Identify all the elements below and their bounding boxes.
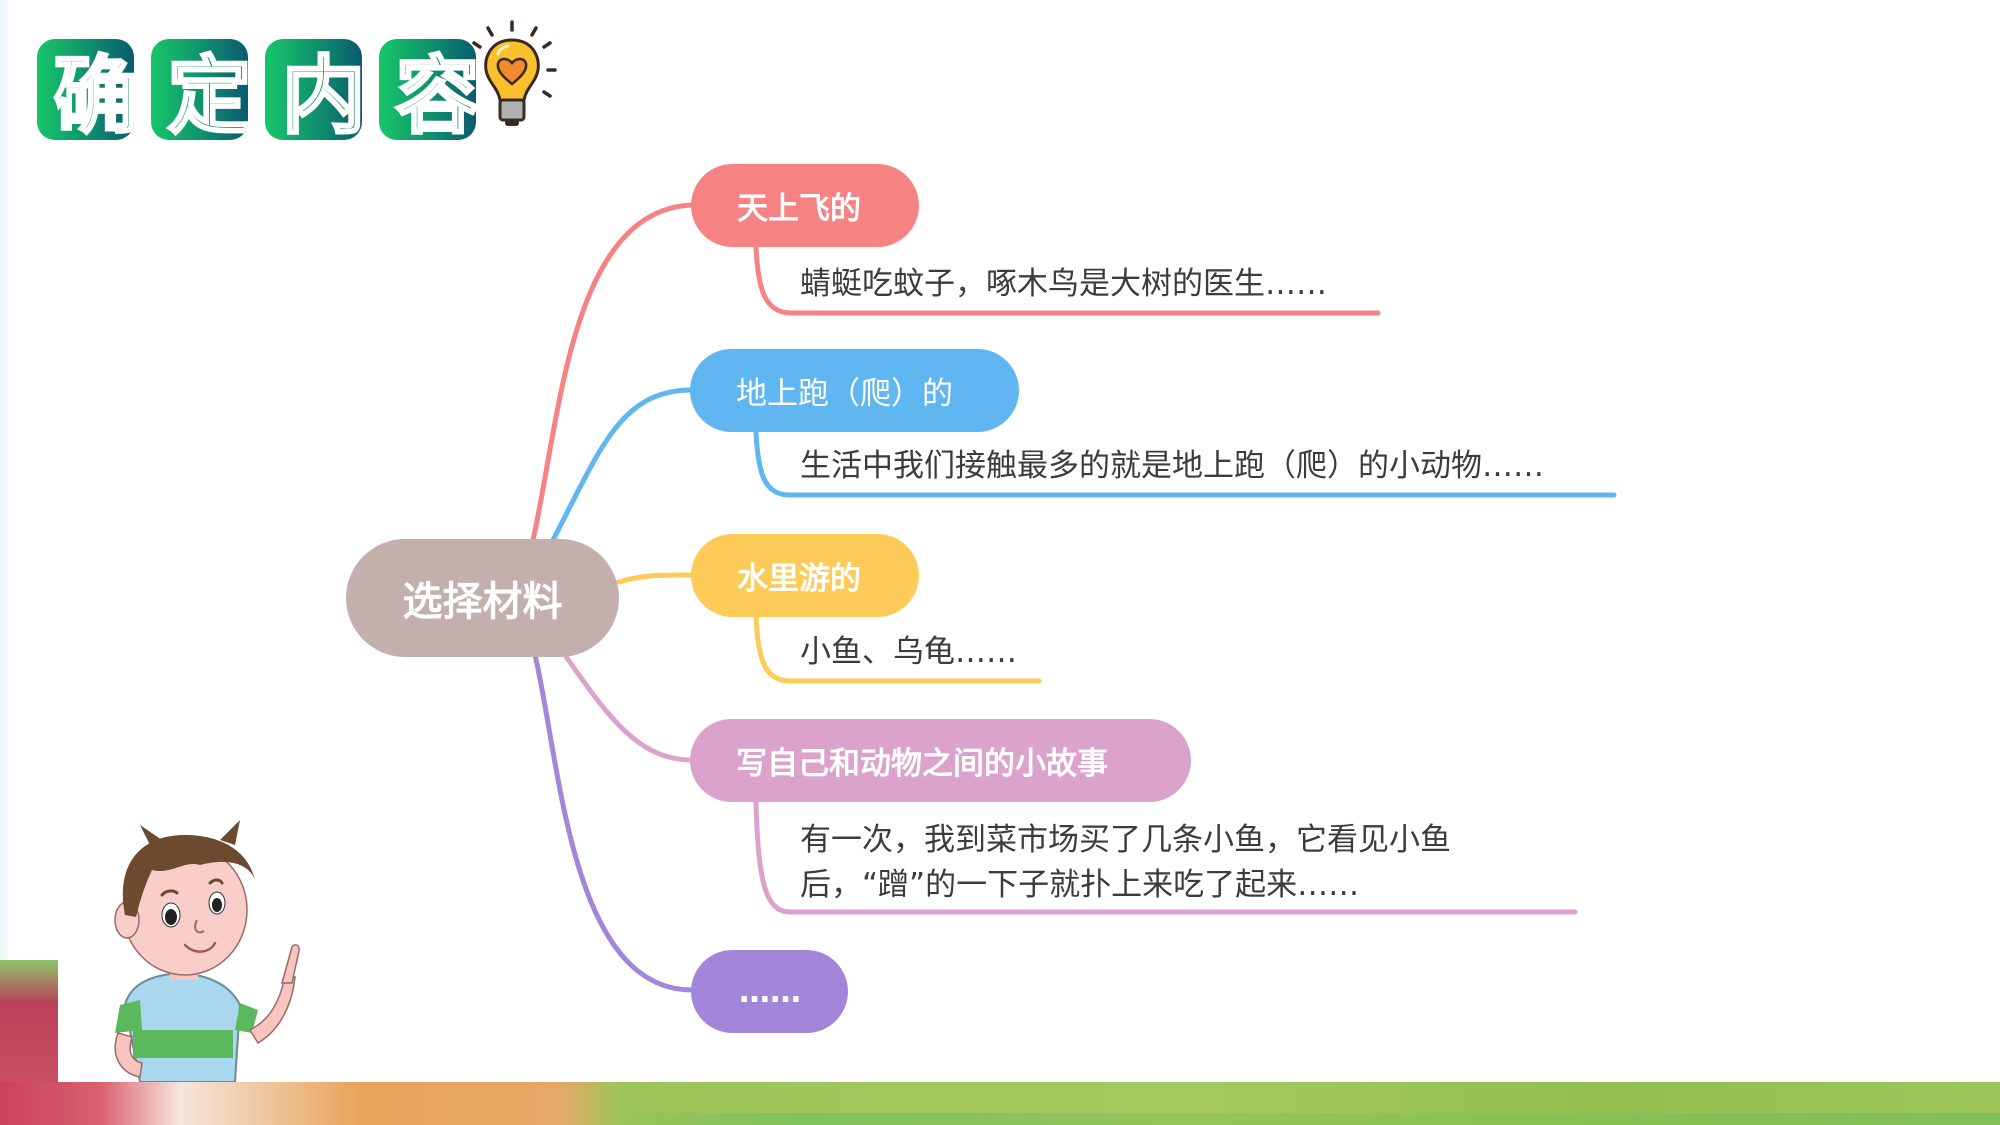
- branch-node-story: 写自己和动物之间的小故事: [690, 719, 1191, 802]
- background-photo-left: [0, 960, 58, 1082]
- branch-node-more: ……: [691, 950, 848, 1033]
- left-edge-tint: [0, 0, 12, 1082]
- center-node-label: 选择材料: [402, 579, 563, 625]
- branch-label: 写自己和动物之间的小故事: [736, 746, 1108, 782]
- branch-node-sky: 天上飞的: [691, 164, 919, 247]
- branch-detail-water: 小鱼、乌龟……: [800, 630, 1017, 675]
- branch-label: 天上飞的: [737, 191, 861, 227]
- branch-label: 地上跑（爬）的: [736, 376, 953, 412]
- branch-detail-sky: 蜻蜓吃蚊子，啄木鸟是大树的医生……: [800, 262, 1327, 307]
- branch-node-land: 地上跑（爬）的: [690, 349, 1019, 432]
- mindmap-center-node: 选择材料: [346, 539, 619, 657]
- title-char: 确: [52, 45, 134, 140]
- detail-line: 后，“蹭”的一下子就扑上来吃了起来……: [800, 867, 1360, 903]
- lightbulb-heart-icon: [472, 20, 557, 126]
- detail-line: 小鱼、乌龟……: [800, 634, 1017, 670]
- detail-line: 有一次，我到菜市场买了几条小鱼，它看见小鱼: [800, 822, 1451, 858]
- title-char: 容: [394, 45, 476, 140]
- title-char: 定: [166, 45, 248, 140]
- cartoon-boy-pointing-icon: [114, 820, 300, 1082]
- background-photo-strip: [0, 1082, 2000, 1125]
- detail-line: 生活中我们接触最多的就是地上跑（爬）的小动物……: [800, 448, 1544, 484]
- branch-node-water: 水里游的: [691, 534, 919, 617]
- title-char: 内: [280, 45, 362, 140]
- branch-detail-land: 生活中我们接触最多的就是地上跑（爬）的小动物……: [800, 444, 1544, 489]
- title-tile: 确: [37, 39, 134, 140]
- page-title: 确 定 内 容: [37, 39, 476, 140]
- title-tile: 容: [379, 39, 476, 140]
- title-tile: 内: [265, 39, 362, 140]
- branch-label: ……: [739, 973, 801, 1010]
- detail-line: 蜻蜓吃蚊子，啄木鸟是大树的医生……: [800, 266, 1327, 302]
- branch-label: 水里游的: [737, 561, 861, 597]
- title-tile: 定: [151, 39, 248, 140]
- branch-detail-story: 有一次，我到菜市场买了几条小鱼，它看见小鱼 后，“蹭”的一下子就扑上来吃了起来……: [800, 818, 1451, 908]
